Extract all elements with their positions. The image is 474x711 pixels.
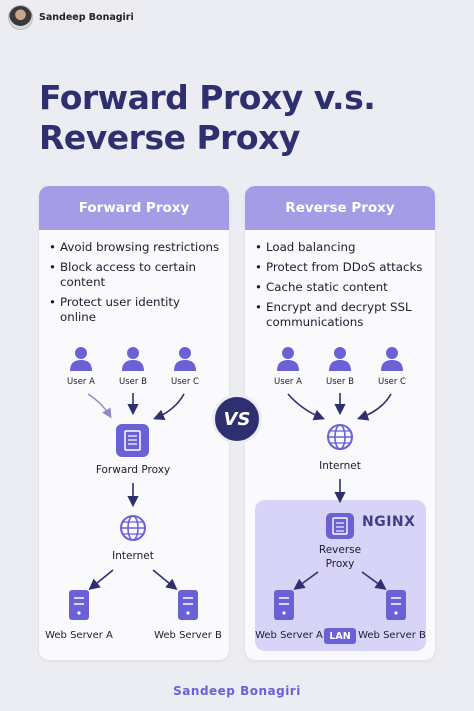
- arrow-internet-to-server-a: [88, 569, 114, 591]
- author-name[interactable]: Sandeep Bonagiri: [39, 12, 134, 23]
- user-label: User A: [274, 377, 302, 387]
- server-icon: [274, 590, 294, 620]
- user-label: User C: [171, 377, 199, 387]
- server-label: Web Server B: [154, 630, 222, 641]
- bullet-item: Cache static content: [255, 280, 427, 295]
- forward-proxy-label: Forward Proxy: [96, 464, 170, 476]
- lan-badge: LAN: [324, 628, 356, 644]
- author-header: Sandeep Bonagiri: [8, 5, 134, 30]
- reverse-proxy-label-line-2: Proxy: [326, 558, 355, 570]
- server-label: Web Server B: [358, 630, 426, 641]
- forward-benefits-list: Avoid browsing restrictionsBlock access …: [39, 230, 229, 325]
- internet-label: Internet: [319, 460, 361, 472]
- server-icon: [178, 590, 198, 620]
- user-icon: [70, 347, 92, 371]
- user-icon: [329, 347, 351, 371]
- server-icon: [386, 590, 406, 620]
- arrow-user-a-to-forward-proxy: [87, 393, 112, 419]
- internet-label: Internet: [112, 550, 154, 562]
- bullet-item: Load balancing: [255, 240, 427, 255]
- reverse-proxy-icon: [326, 513, 354, 539]
- title-line-1: Forward Proxy v.s.: [39, 78, 376, 117]
- forward-proxy-panel: Forward Proxy Avoid browsing restriction…: [39, 186, 229, 660]
- forward-servers: Web Server A Web Server B: [45, 590, 222, 641]
- nginx-logo: NGINX: [362, 514, 416, 530]
- forward-proxy-heading: Forward Proxy: [39, 186, 229, 230]
- forward-users: User A User B User C: [67, 347, 199, 387]
- arrow-user-c-to-forward-proxy: [153, 393, 185, 421]
- footer-author: Sandeep Bonagiri: [173, 684, 301, 698]
- arrow-rev-user-a-to-internet: [287, 393, 325, 421]
- title-line-2: Reverse Proxy: [39, 118, 300, 157]
- reverse-proxy-label-line-1: Reverse: [319, 544, 361, 556]
- reverse-benefits-list: Load balancingProtect from DDoS attacksC…: [245, 230, 435, 330]
- reverse-proxy-heading: Reverse Proxy: [245, 186, 435, 230]
- page-title: Forward Proxy v.s. Reverse Proxy: [39, 78, 376, 158]
- reverse-servers: Web Server A Web Server B: [255, 590, 426, 641]
- globe-icon: [120, 515, 146, 541]
- user-icon: [174, 347, 196, 371]
- avatar[interactable]: [8, 5, 33, 30]
- user-icon: [277, 347, 299, 371]
- user-label: User B: [119, 377, 147, 387]
- arrow-internet-to-server-b: [152, 569, 178, 591]
- server-icon: [69, 590, 89, 620]
- reverse-proxy-node: Reverse Proxy: [319, 513, 361, 570]
- user-label: User B: [326, 377, 354, 387]
- reverse-internet-node: Internet: [319, 424, 361, 472]
- server-label: Web Server A: [255, 630, 323, 641]
- reverse-arrows: [287, 393, 392, 590]
- user-label: User A: [67, 377, 95, 387]
- user-icon: [381, 347, 403, 371]
- forward-arrows: [87, 393, 185, 591]
- forward-internet-node: Internet: [112, 515, 154, 562]
- bullet-item: Protect from DDoS attacks: [255, 260, 427, 275]
- vs-badge: VS: [212, 394, 262, 444]
- arrow-reverse-proxy-to-server-a: [293, 571, 319, 590]
- user-icon: [122, 347, 144, 371]
- bullet-item: Avoid browsing restrictions: [49, 240, 221, 255]
- arrow-rev-user-c-to-internet: [356, 393, 392, 421]
- arrow-reverse-proxy-to-server-b: [361, 571, 387, 590]
- forward-proxy-node: Forward Proxy: [96, 424, 170, 476]
- reverse-users: User A User B User C: [274, 347, 406, 387]
- globe-icon: [327, 424, 353, 450]
- server-label: Web Server A: [45, 630, 113, 641]
- user-label: User C: [378, 377, 406, 387]
